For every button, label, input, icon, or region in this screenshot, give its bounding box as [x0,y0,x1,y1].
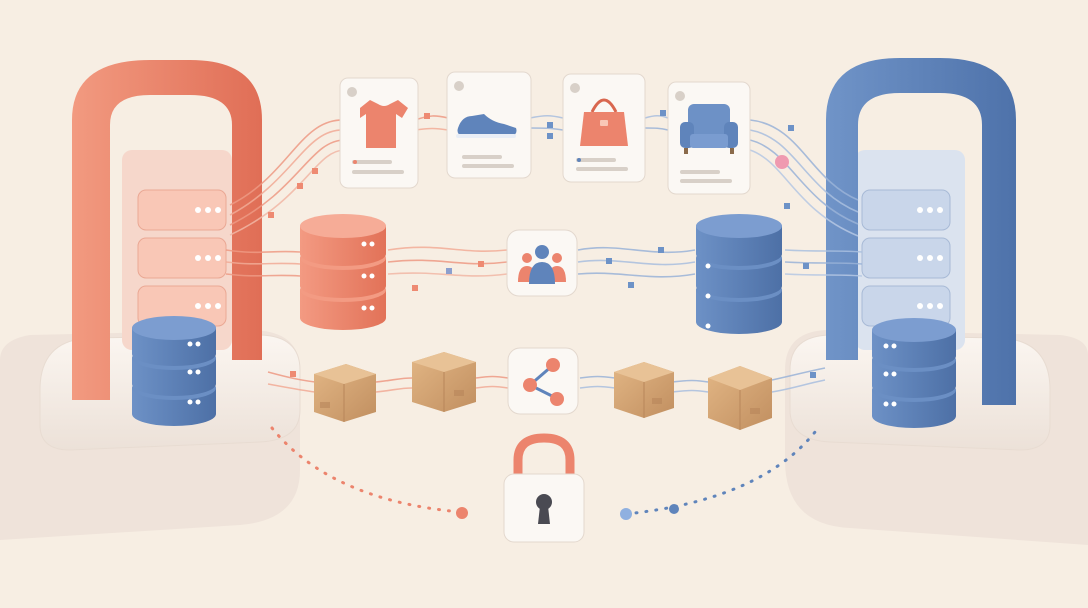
left-platform-database [132,316,216,426]
package-box-2 [412,352,476,412]
middle-flow-lines [225,246,863,278]
product-card-handbag [562,73,646,183]
armchair-icon [680,104,738,154]
secure-path-right [624,430,817,516]
users-group-icon [518,245,566,284]
product-card-sneaker [446,71,532,179]
package-box-3 [614,362,674,418]
right-platform-database [872,318,956,428]
data-particles [268,110,816,378]
t-shirt-icon [360,100,408,148]
share-hub [507,347,579,415]
top-flow-lines [229,114,859,237]
left-server-rack [122,150,232,350]
share-nodes-icon [523,358,564,406]
padlock-icon [503,433,585,543]
secure-path-left [270,426,462,514]
product-card-armchair [667,81,751,195]
package-box-4 [708,366,772,430]
right-server-rack [855,150,965,350]
blue-database [696,214,782,334]
product-card-tshirt [339,77,419,189]
bottom-flow-lines [267,367,826,393]
sneaker-icon [457,114,517,136]
package-box-1 [314,364,376,422]
right-gateway-arch [826,58,1016,405]
coral-database [300,214,386,330]
left-gateway-arch [72,60,262,400]
users-hub [506,229,578,297]
handbag-icon [580,98,628,146]
